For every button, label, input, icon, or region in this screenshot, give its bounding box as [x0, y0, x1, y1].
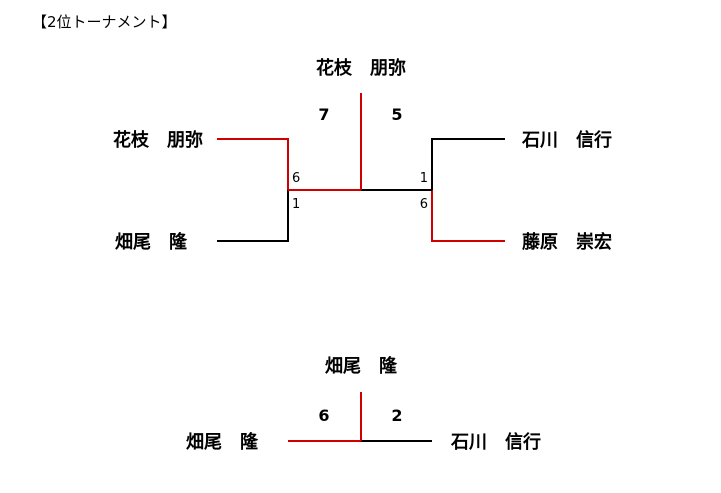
left-top-player-name: 花枝 朋弥: [113, 129, 203, 151]
final-score-left: 7: [318, 105, 329, 124]
third-score-left: 6: [318, 406, 329, 425]
line-left-bottom-player: [217, 190, 289, 242]
third-winner-name: 畑尾 隆: [325, 355, 398, 377]
tournament-heading: 【2位トーナメント】: [32, 13, 177, 31]
third-score-right: 2: [391, 406, 402, 425]
left-bottom-score: 1: [292, 197, 300, 212]
left-top-score: 6: [292, 171, 300, 186]
final-winner-name: 花枝 朋弥: [316, 57, 406, 79]
right-bottom-player-name: 藤原 崇宏: [522, 231, 612, 253]
right-top-player-name: 石川 信行: [521, 129, 612, 151]
line-right-top-player: [431, 138, 505, 190]
third-right-player-name: 石川 信行: [450, 431, 541, 453]
right-bottom-score: 6: [420, 197, 428, 212]
line-left-top-player: [217, 138, 289, 190]
third-left-player-name: 畑尾 隆: [186, 431, 259, 453]
right-top-score: 1: [420, 171, 428, 186]
final-score-right: 5: [391, 105, 402, 124]
line-right-bottom-player: [431, 190, 505, 242]
left-bottom-player-name: 畑尾 隆: [115, 231, 188, 253]
